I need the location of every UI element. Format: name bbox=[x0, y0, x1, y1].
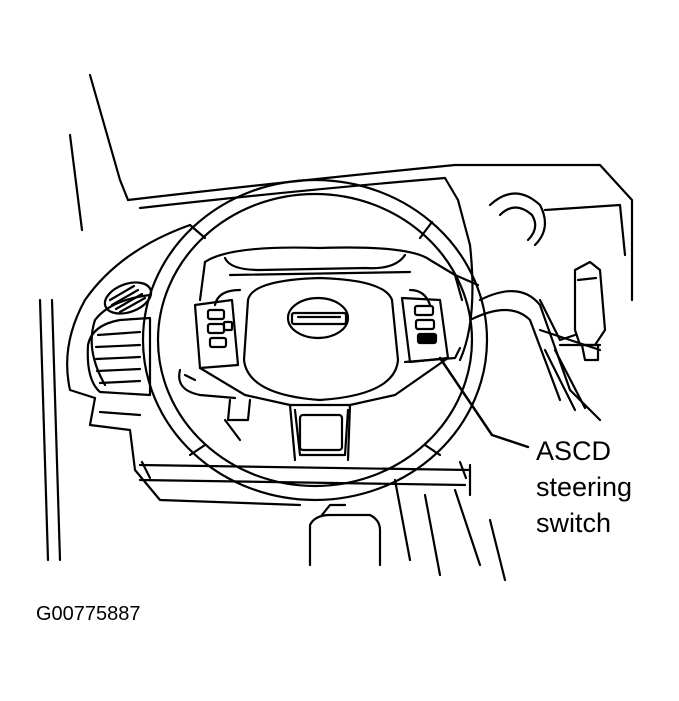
nissan-logo-icon bbox=[286, 296, 350, 340]
ascd-switch-pad bbox=[400, 296, 462, 364]
left-switch-pad bbox=[193, 298, 240, 370]
callout-line-3: switch bbox=[536, 508, 612, 538]
lower-spokes bbox=[198, 356, 450, 462]
dashboard-top bbox=[126, 163, 634, 302]
instrument-cluster bbox=[443, 176, 627, 257]
center-console bbox=[393, 290, 602, 582]
callout-line-2: steering bbox=[536, 472, 633, 502]
left-dash-panel bbox=[66, 223, 192, 400]
ascd-callout-label: ASCD steering switch bbox=[536, 433, 632, 541]
steering-wheel-rim bbox=[141, 178, 489, 502]
column-stalk bbox=[178, 368, 252, 442]
left-edge bbox=[38, 298, 62, 562]
figure-id: G00775887 bbox=[36, 603, 141, 625]
right-dash bbox=[453, 243, 480, 362]
round-vent-icon bbox=[103, 281, 153, 315]
console-bars bbox=[543, 343, 602, 412]
rect-vent-icon bbox=[86, 316, 152, 397]
a-pillar bbox=[68, 73, 130, 232]
airbag-pad bbox=[242, 276, 400, 402]
lower-dash bbox=[88, 396, 472, 507]
steering-hub bbox=[198, 246, 464, 307]
callout-leader-line bbox=[438, 356, 530, 449]
pedal bbox=[308, 503, 382, 567]
callout-line-1: ASCD bbox=[536, 436, 612, 466]
shift-lever bbox=[538, 260, 607, 362]
